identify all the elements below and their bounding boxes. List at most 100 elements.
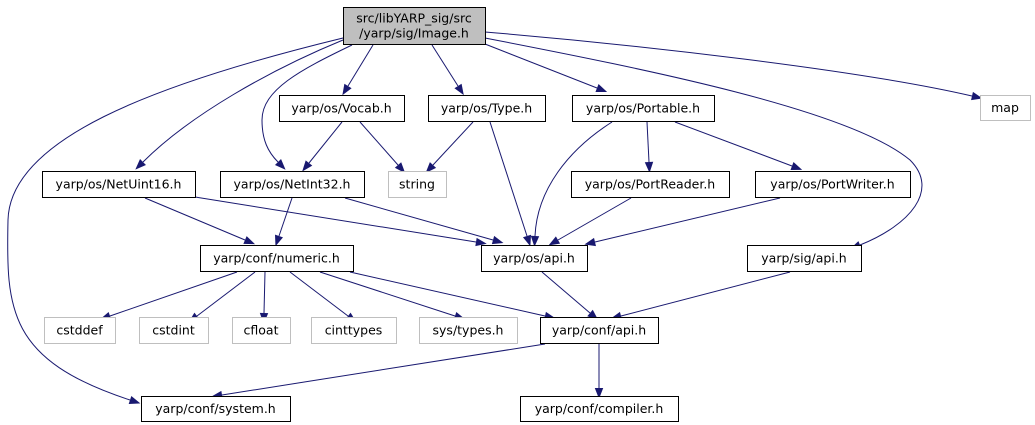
edge-portreader-to-osapi-line (557, 197, 632, 241)
edge-portable-to-portreader-line (646, 121, 650, 163)
edge-image-to-netuint16-arrowhead (135, 158, 146, 170)
edge-image-to-vocab-line (347, 44, 374, 87)
node-cinttypes-label: cinttypes (325, 323, 383, 338)
edge-image-to-netuint16 (135, 39, 344, 170)
edge-netint32-to-numeric-line (278, 197, 293, 237)
node-system-label: yarp/conf/system.h (155, 401, 275, 416)
edge-image-to-portable-arrowhead (595, 84, 608, 92)
node-map[interactable]: map (980, 95, 1031, 121)
edge-type-to-string-arrowhead (425, 162, 437, 173)
edge-image-to-type (431, 44, 464, 96)
nodes-layer: src/libYARP_sig/src/yarp/sig/Image.hyarp… (42, 7, 1031, 422)
node-systypes[interactable]: sys/types.h (419, 317, 518, 344)
node-system-box (141, 396, 291, 422)
node-type-label: yarp/os/Type.h (441, 101, 532, 116)
node-cstddef-box (44, 317, 116, 344)
node-numeric[interactable]: yarp/conf/numeric.h (200, 245, 354, 272)
node-netint32-box (220, 171, 365, 198)
node-netint32[interactable]: yarp/os/NetInt32.h (220, 171, 365, 198)
node-portreader-box (571, 171, 730, 198)
node-portable-box (572, 95, 715, 122)
node-cstddef-label: cstddef (56, 323, 103, 338)
node-osapi-box (481, 245, 588, 272)
edge-vocab-to-string-arrowhead (394, 162, 406, 174)
edge-portable-to-portreader-arrowhead (644, 161, 654, 173)
node-map-box (980, 95, 1031, 121)
edge-numeric-to-systypes-line (319, 271, 456, 317)
edge-portable-to-osapi-arrowhead (530, 235, 540, 247)
edge-image-to-netint32 (261, 44, 353, 170)
edge-osapi-to-confapi (541, 271, 599, 321)
edge-vocab-to-string-line (359, 121, 399, 166)
node-netuint16[interactable]: yarp/os/NetUint16.h (42, 171, 196, 198)
edge-type-to-string (425, 121, 474, 173)
node-sigapi-label: yarp/sig/api.h (761, 251, 846, 266)
edge-netuint16-to-numeric-line (144, 197, 246, 241)
node-portable[interactable]: yarp/os/Portable.h (572, 95, 715, 122)
edge-image-to-portable (484, 43, 608, 92)
edge-vocab-to-netint32-line (308, 121, 343, 164)
edge-image-to-portable-line (484, 43, 598, 89)
node-image-label-1: src/libYARP_sig/src (356, 11, 472, 26)
edge-numeric-to-systypes (319, 271, 466, 321)
edge-vocab-to-netint32-arrowhead (302, 160, 313, 172)
edge-sigapi-to-confapi (610, 271, 791, 321)
edge-portwriter-to-osapi (584, 197, 781, 247)
edge-numeric-to-confapi (349, 271, 556, 321)
edge-netint32-to-osapi-arrowhead (491, 235, 504, 245)
node-sigapi[interactable]: yarp/sig/api.h (747, 245, 862, 272)
edge-osapi-to-confapi-line (541, 271, 591, 314)
node-systypes-box (419, 317, 518, 344)
node-type-box (428, 95, 546, 122)
edge-type-to-osapi-arrowhead (522, 234, 532, 247)
node-cstdint-label: cstdint (152, 323, 195, 338)
edge-netint32-to-osapi (344, 197, 504, 245)
edge-portable-to-portreader (644, 121, 654, 173)
node-cstdint[interactable]: cstdint (139, 317, 209, 344)
edge-portreader-to-osapi (548, 197, 632, 246)
node-confapi-label: yarp/conf/api.h (552, 323, 646, 338)
edge-type-to-osapi (489, 121, 532, 247)
node-cinttypes[interactable]: cinttypes (311, 317, 397, 344)
node-image[interactable]: src/libYARP_sig/src/yarp/sig/Image.h (343, 7, 486, 45)
edge-confapi-to-system-line (221, 343, 546, 396)
edge-numeric-to-cinttypes (289, 271, 357, 323)
edge-confapi-to-system (211, 343, 546, 400)
edge-image-to-netint32-arrowhead (274, 159, 286, 170)
node-type[interactable]: yarp/os/Type.h (428, 95, 546, 122)
node-vocab-box (279, 95, 405, 122)
node-portable-label: yarp/os/Portable.h (586, 101, 700, 116)
edge-netuint16-to-osapi-arrowhead (475, 237, 487, 247)
node-osapi[interactable]: yarp/os/api.h (481, 245, 588, 272)
node-image-box (343, 7, 486, 45)
node-cstddef[interactable]: cstddef (44, 317, 116, 344)
node-netuint16-box (42, 171, 196, 198)
node-cfloat[interactable]: cfloat (232, 317, 291, 344)
edge-image-to-netuint16-line (142, 39, 344, 163)
edge-image-to-system-line (7, 37, 344, 401)
node-portwriter-label: yarp/os/PortWriter.h (770, 177, 894, 192)
node-compiler[interactable]: yarp/conf/compiler.h (520, 396, 679, 422)
edge-numeric-to-cinttypes-line (289, 271, 349, 317)
node-string-label: string (399, 177, 435, 192)
edge-type-to-osapi-line (489, 121, 528, 237)
edge-image-to-type-arrowhead (454, 83, 464, 96)
node-portreader-label: yarp/os/PortReader.h (585, 177, 715, 192)
edge-numeric-to-cstdint (188, 271, 256, 323)
node-numeric-box (200, 245, 354, 272)
edge-numeric-to-confapi-line (349, 271, 546, 317)
node-portwriter[interactable]: yarp/os/PortWriter.h (755, 171, 911, 198)
node-map-label: map (991, 100, 1019, 115)
node-portreader[interactable]: yarp/os/PortReader.h (571, 171, 730, 198)
node-vocab[interactable]: yarp/os/Vocab.h (279, 95, 405, 122)
node-system[interactable]: yarp/conf/system.h (141, 396, 291, 422)
edge-netuint16-to-osapi (194, 196, 487, 247)
node-string[interactable]: string (388, 171, 447, 198)
edge-portwriter-to-osapi-arrowhead (584, 237, 596, 247)
node-confapi[interactable]: yarp/conf/api.h (540, 317, 659, 344)
node-cinttypes-box (311, 317, 397, 344)
node-compiler-label: yarp/conf/compiler.h (535, 401, 664, 416)
edge-portwriter-to-osapi-line (594, 197, 781, 243)
edge-numeric-to-cstdint-line (196, 271, 256, 317)
